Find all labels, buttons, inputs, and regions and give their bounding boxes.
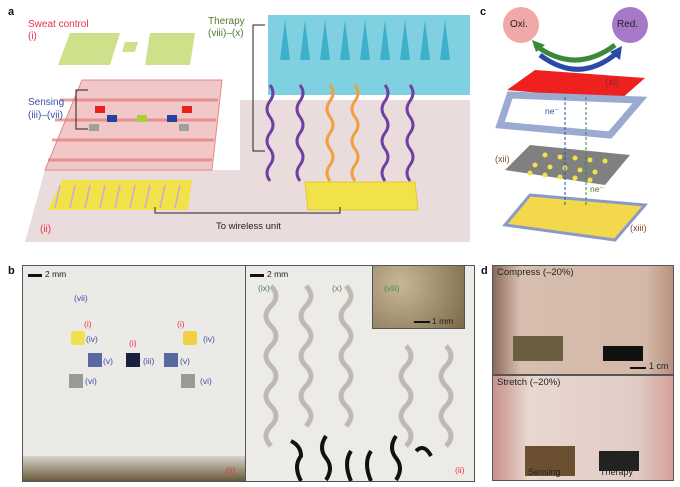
panel-b-label: b [8, 265, 15, 277]
substrate-label: (ii) [40, 224, 52, 235]
compress-label: Compress (–20%) [497, 267, 574, 278]
scale-bar-d [630, 367, 646, 369]
label-vi-2: (vi) [200, 376, 212, 386]
microneedles [280, 20, 450, 60]
sensing-connector-pads [48, 180, 192, 210]
panel-a-label: a [8, 6, 15, 18]
oxi-circle [503, 7, 539, 43]
label-vi-1: (vi) [85, 376, 97, 386]
sensing-number: (iii)–(vii) [28, 110, 63, 121]
label-v-2: (v) [180, 356, 190, 366]
mesh-lines [48, 98, 218, 162]
sensor-v-2 [164, 353, 178, 367]
label-v-1: (v) [103, 356, 113, 366]
sensor-vi-1 [69, 374, 83, 388]
sensor-vi-2 [181, 374, 195, 388]
therapy-bracket [252, 24, 265, 152]
layer-xi [507, 70, 645, 100]
sweat-control-pad-left [58, 33, 120, 65]
serpentine-frame-1 [495, 91, 648, 139]
label-x: (x) [332, 283, 342, 293]
wireless-connector-line [154, 207, 341, 214]
label-iv-1: (iv) [86, 334, 98, 344]
microneedle-inset-photo [372, 265, 465, 329]
sensor-iii [126, 353, 140, 367]
xii-label: (xii) [495, 154, 510, 164]
scale-right-label: 2 mm [267, 269, 289, 279]
green-arrowhead [532, 40, 545, 52]
sweat-sensor-yellow-1 [71, 331, 85, 345]
red-label: Red. [617, 19, 639, 30]
sweat-control-number: (i) [28, 31, 37, 42]
sensing-label: Sensing [28, 97, 65, 108]
sensor-gray-1 [89, 124, 99, 131]
sensor-blue-2 [167, 115, 177, 122]
sensing-mesh [44, 79, 223, 171]
xi-label: (xi) [605, 77, 619, 88]
label-viii: (viii) [384, 283, 400, 293]
gold-dots [527, 152, 608, 183]
label-iv-2: (iv) [203, 334, 215, 344]
panel-d-label: d [481, 265, 488, 277]
therapy-number: (viii)–(x) [208, 28, 244, 39]
therapy-connector [603, 346, 643, 361]
sensing-connector-stretch [525, 446, 575, 476]
therapy-photo-label: Therapy [600, 467, 634, 477]
ne-label-2: ne⁻ [590, 184, 604, 194]
ne-label-1: ne⁻ [545, 106, 559, 116]
sensor-blue-1 [107, 115, 117, 122]
scale-bar-left [28, 274, 42, 277]
connector-fingers [54, 184, 181, 209]
connector-traces [23, 456, 245, 481]
green-arrow [533, 42, 617, 63]
sensor-red-2 [182, 106, 192, 113]
heater-serpentines [263, 284, 454, 481]
scale-inset-label: 1 mm [432, 316, 454, 326]
wireless-label: To wireless unit [216, 221, 281, 232]
scale-bar-inset [414, 321, 430, 323]
stretch-photo [492, 375, 674, 481]
sensor-v-1 [88, 353, 102, 367]
sweat-sensor-yellow-2 [183, 331, 197, 345]
layer-xii [505, 145, 630, 185]
therapy-heaters [265, 84, 415, 182]
sensing-patch-photo [22, 265, 246, 482]
scale-left-label: 2 mm [45, 269, 67, 279]
label-ii-right: (ii) [455, 465, 465, 475]
label-i-1: (i) [84, 319, 92, 329]
scale-d-label: 1 cm [649, 361, 669, 371]
blue-arrowhead [610, 46, 622, 60]
sensing-connector [513, 336, 563, 361]
xiii-label: (xiii) [630, 223, 647, 233]
label-vii: (vii) [74, 293, 88, 303]
sensing-bracket [75, 89, 88, 130]
panel-c-label: c [480, 6, 487, 18]
therapy-label: Therapy [208, 16, 245, 27]
sensor-green [137, 115, 147, 122]
label-ii-left: (ii) [226, 465, 236, 475]
sweat-control-label: Sweat control [28, 19, 89, 30]
sensor-gray-2 [179, 124, 189, 131]
blue-arrow [538, 50, 620, 72]
compress-photo [492, 265, 674, 375]
sensor-red-1 [95, 106, 105, 113]
scale-bar-right [250, 274, 264, 277]
label-ix: (ix) [258, 283, 270, 293]
sweat-control-pad-right [145, 33, 195, 65]
therapy-connector-stretch [599, 451, 639, 471]
label-iii: (iii) [143, 356, 155, 366]
layer-xiii [502, 193, 649, 242]
label-i-3: (i) [129, 338, 137, 348]
therapy-connector-pads [304, 181, 419, 211]
sweat-control-pad-mid [122, 42, 138, 52]
red-circle [612, 7, 648, 43]
sensing-photo-label: Sensing [528, 467, 561, 477]
label-i-2: (i) [177, 319, 185, 329]
stretch-label: Stretch (–20%) [497, 377, 561, 388]
oxi-label: Oxi. [510, 19, 528, 30]
